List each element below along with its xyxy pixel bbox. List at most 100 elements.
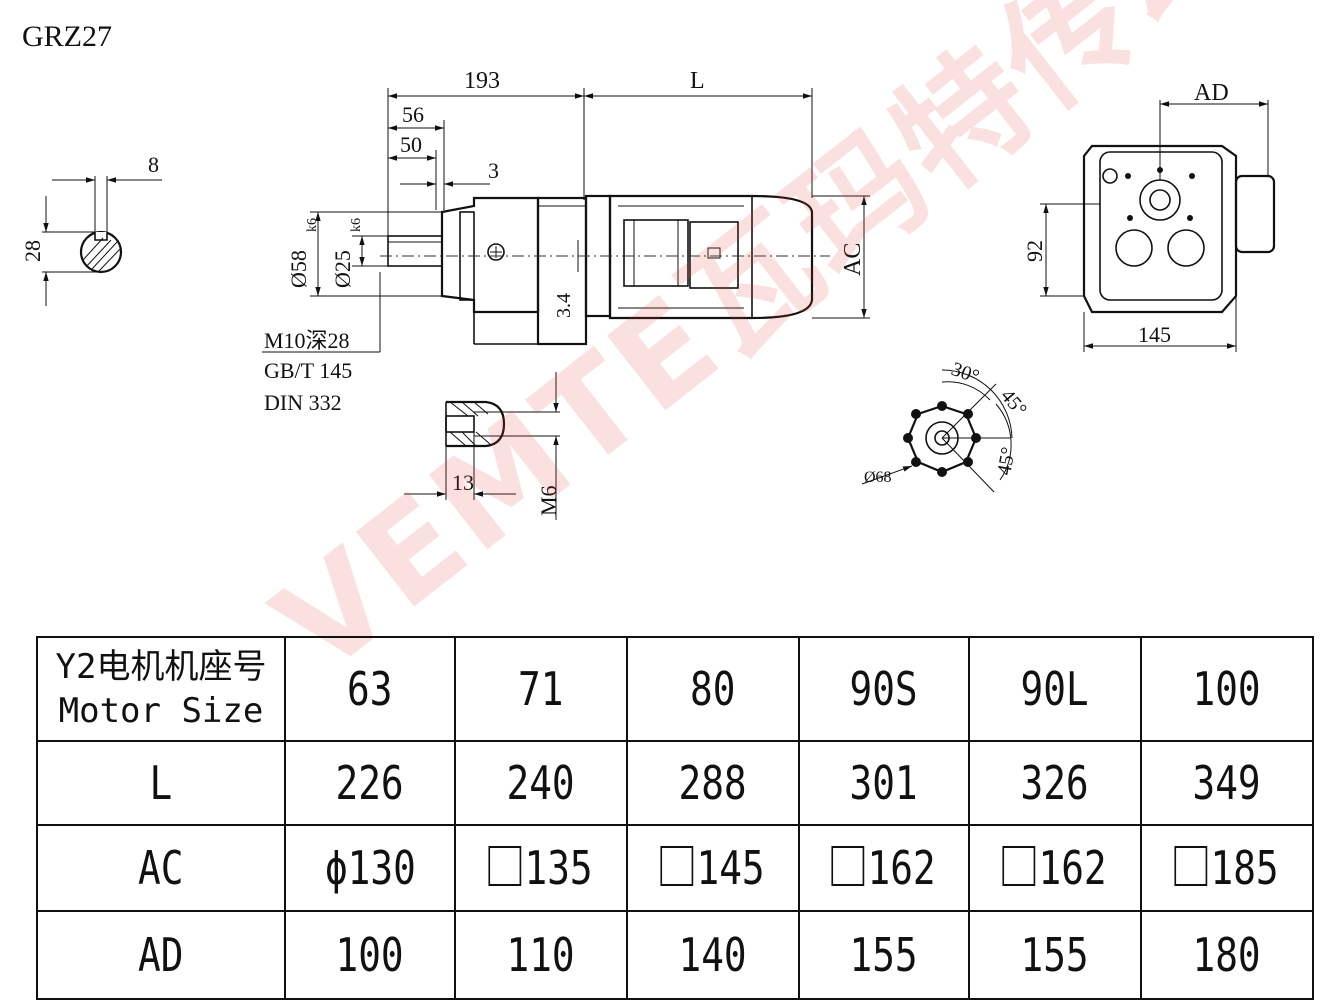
tol-d25-label: k6 [349, 218, 364, 232]
motor-size-value: 90S [849, 662, 919, 716]
end-view: AD 92 145 [1022, 80, 1276, 352]
keyway-section: 8 28 [20, 152, 162, 306]
cell-content: 135 [488, 841, 594, 895]
side-view: 193 L 56 50 3 [262, 68, 870, 415]
dim-3-4-label: 3.4 [553, 293, 575, 318]
dim-145-label: 145 [1138, 322, 1171, 347]
cell-content: ϕ130 [325, 841, 416, 895]
cell-value: 226 [335, 756, 405, 810]
table-row: AD 100 110 140 155 155 180 [36, 910, 1314, 1000]
table-cell: 110 [454, 910, 628, 1000]
keyway-height-label: 28 [20, 240, 45, 262]
table-cell: 288 [626, 740, 800, 826]
motor-size-cell: 90S [798, 636, 970, 742]
cell-content: 140 [679, 928, 747, 982]
square-symbol-icon [831, 846, 865, 886]
cell-content: 326 [1021, 756, 1089, 810]
cell-value: 349 [1192, 756, 1262, 810]
cell-content: 110 [507, 928, 575, 982]
row-label: AD [138, 928, 184, 982]
table-cell: 155 [798, 910, 970, 1000]
table-cell: 185 [1140, 824, 1314, 912]
table-cell: 301 [798, 740, 970, 826]
cell-value: 240 [506, 756, 576, 810]
cell-content: 240 [507, 756, 575, 810]
tol-d58-label: k6 [305, 218, 320, 232]
motor-size-cell: 90L [968, 636, 1142, 742]
dim-56-label: 56 [402, 102, 424, 127]
drawing-title: GRZ27 [22, 20, 112, 53]
row-label-cell: AD [36, 910, 286, 1000]
table-cell: 180 [1140, 910, 1314, 1000]
standard-din-label: DIN 332 [264, 390, 342, 415]
technical-drawing: GRZ27 8 28 [20, 20, 1276, 520]
cell-value: 162 [1038, 841, 1108, 895]
cell-content: 288 [679, 756, 747, 810]
motor-size-cell: 80 [626, 636, 800, 742]
motor-size-cell: 71 [454, 636, 628, 742]
dim-AC-label: AC [840, 243, 866, 276]
cell-value: 288 [678, 756, 748, 810]
cell-content: 349 [1193, 756, 1261, 810]
cell-content: 145 [660, 841, 765, 895]
angle-45-lower-label: 45° [993, 445, 1020, 476]
table-cell: 162 [798, 824, 970, 912]
row-label-cell: AC [36, 824, 286, 912]
dim-AD-label: AD [1194, 80, 1229, 106]
thread-length-label: 13 [452, 470, 474, 495]
cell-value: 180 [1192, 928, 1262, 982]
cell-value: 135 [524, 841, 594, 895]
table-cell: 145 [626, 824, 800, 912]
motor-size-cell: 63 [284, 636, 456, 742]
table-cell: 100 [284, 910, 456, 1000]
cell-value: ϕ130 [324, 841, 416, 895]
cell-content: 301 [850, 756, 918, 810]
motor-size-value: 90L [1020, 662, 1090, 716]
cell-content: 162 [831, 841, 936, 895]
dim-L-label: L [690, 68, 705, 94]
cell-content: 162 [1002, 841, 1108, 895]
flange-diameter-label: Ø68 [864, 469, 892, 486]
square-symbol-icon [660, 846, 694, 886]
dim-d25-label: Ø25 [330, 250, 355, 288]
cell-value: 301 [849, 756, 919, 810]
cell-value: 100 [335, 928, 405, 982]
motor-size-value: 100 [1192, 662, 1262, 716]
dim-193-label: 193 [464, 68, 500, 94]
cell-content: 226 [336, 756, 404, 810]
table-cell: 326 [968, 740, 1142, 826]
cell-value: 185 [1210, 841, 1280, 895]
motor-size-cell: 100 [1140, 636, 1314, 742]
table-cell: 155 [968, 910, 1142, 1000]
square-symbol-icon [488, 846, 522, 886]
row-label-cell: L [36, 740, 286, 826]
square-symbol-icon [1174, 846, 1208, 886]
table-cell: 162 [968, 824, 1142, 912]
table-cell: 349 [1140, 740, 1314, 826]
table-cell: 135 [454, 824, 628, 912]
table-cell: 240 [454, 740, 628, 826]
flange-detail: 30° 45° 45° Ø68 [861, 358, 1031, 493]
cell-content: 155 [1021, 928, 1089, 982]
motor-size-label-en: Motor Size [58, 691, 264, 731]
keyway-width-label: 8 [148, 152, 159, 177]
standard-gb-label: GB/T 145 [264, 358, 352, 383]
motor-size-value: 80 [690, 662, 736, 716]
thread-note: M10深28 [264, 328, 350, 353]
row-label: AC [138, 841, 184, 895]
dim-d58-label: Ø58 [286, 250, 311, 288]
cell-content: 100 [336, 928, 404, 982]
table-row: L 226 240 288 301 326 349 [36, 740, 1314, 826]
dim-3-label: 3 [488, 158, 499, 183]
angle-45-upper-label: 45° [996, 385, 1031, 421]
table-row: AC ϕ130 135 145 162 162 185 [36, 824, 1314, 912]
cell-content: 155 [850, 928, 918, 982]
table-cell: 226 [284, 740, 456, 826]
dim-50-label: 50 [400, 132, 422, 157]
cell-content: 180 [1193, 928, 1261, 982]
table-cell: 140 [626, 910, 800, 1000]
cell-value: 140 [678, 928, 748, 982]
